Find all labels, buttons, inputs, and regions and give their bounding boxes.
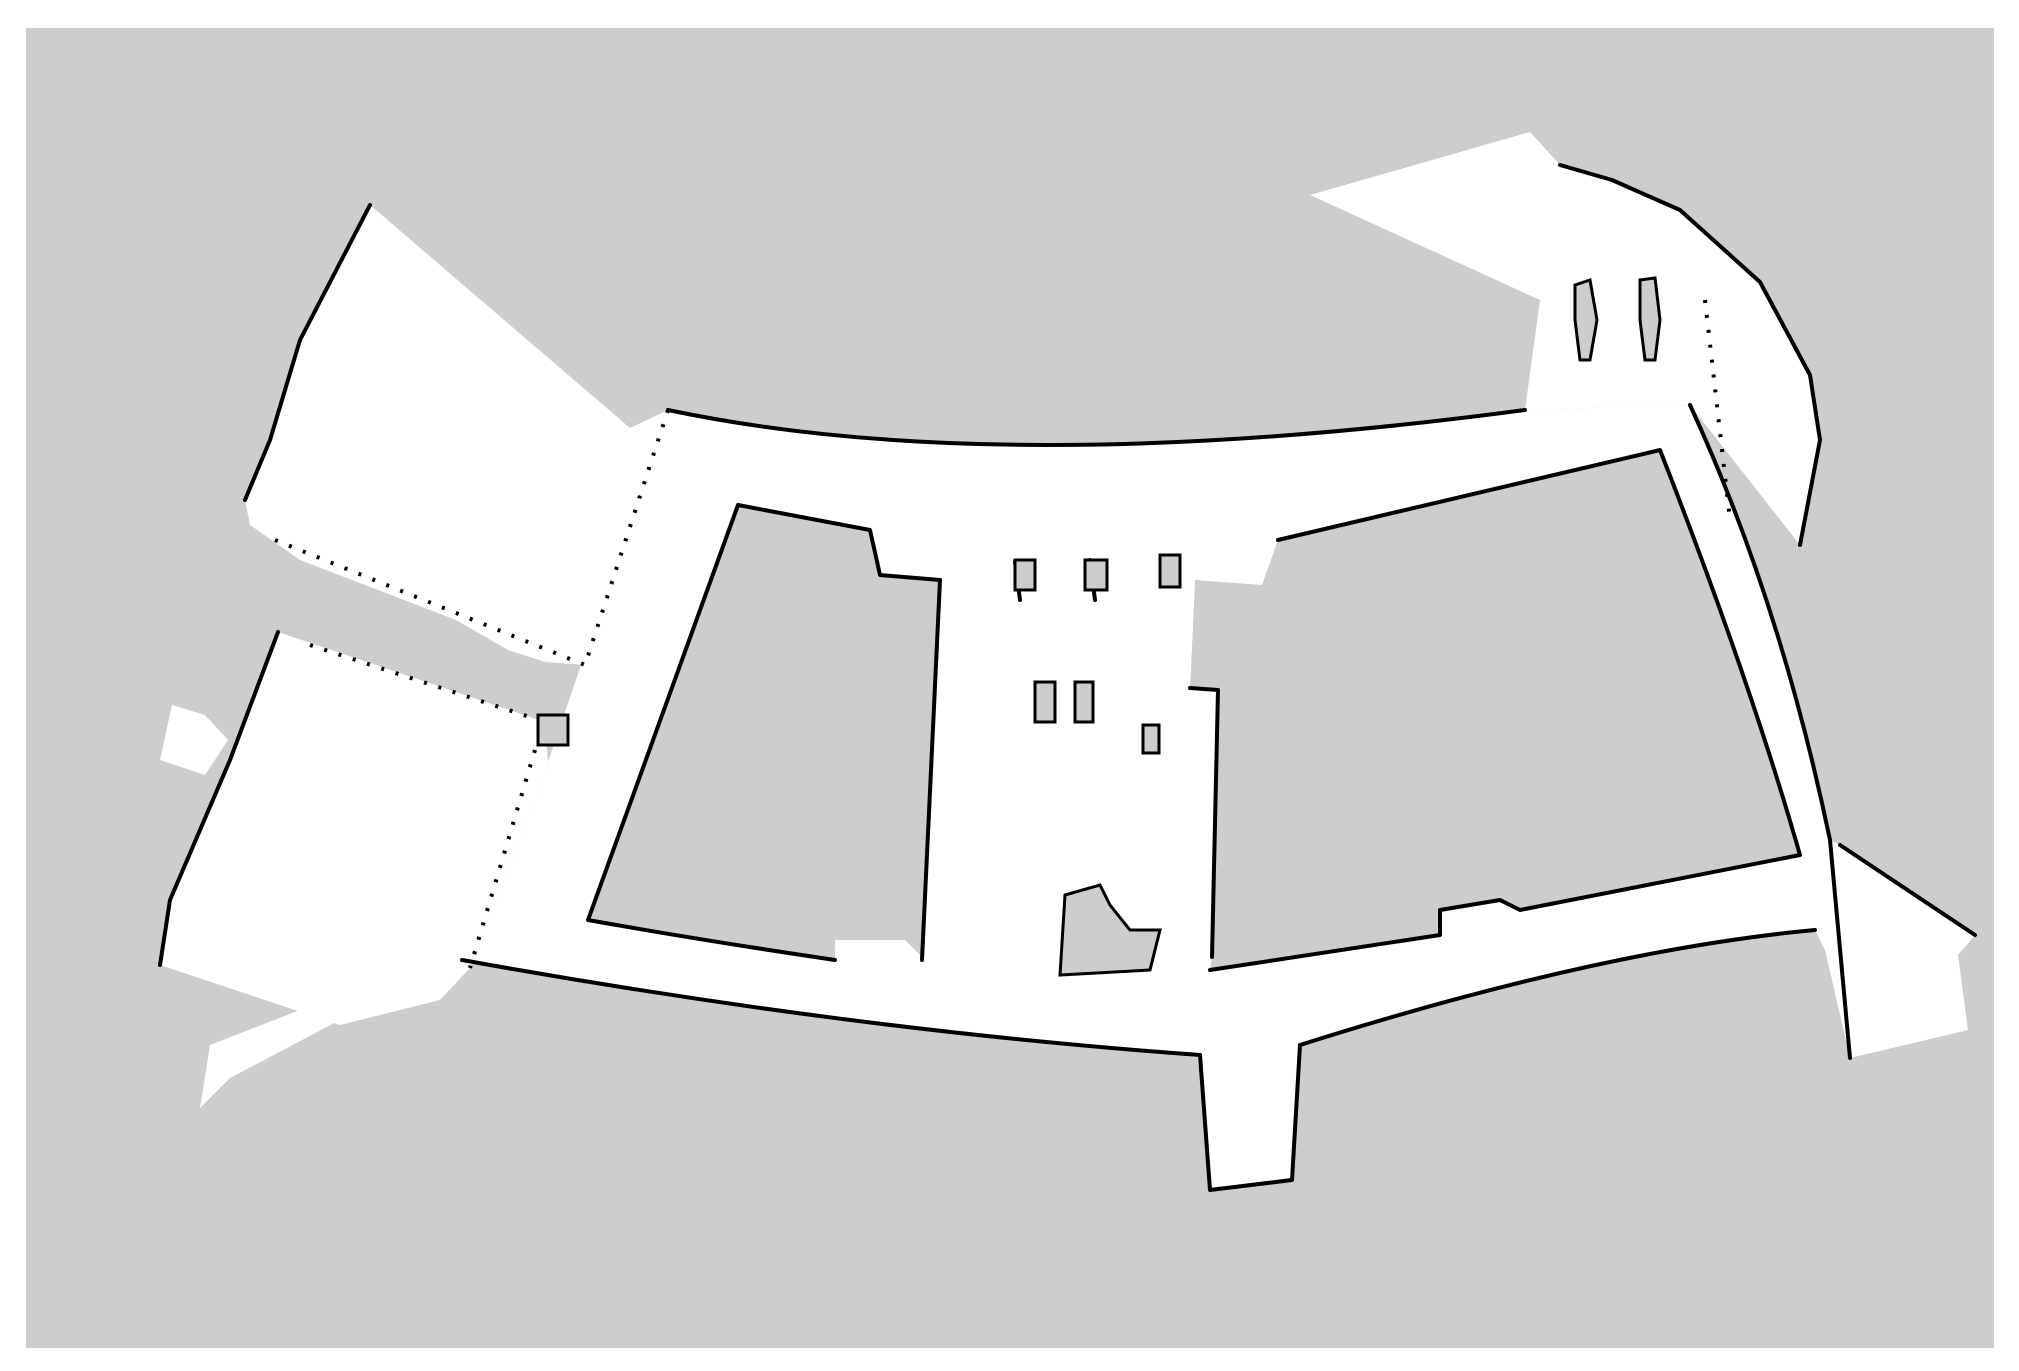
column-right-cluster — [1158, 553, 1182, 589]
column-left-cluster — [1013, 558, 1037, 592]
wall-stub — [1198, 1043, 1302, 1192]
furniture-courtyard-bottom — [1058, 883, 1162, 977]
free-space — [160, 132, 1975, 1190]
wall-courtyard-right — [1208, 448, 1802, 972]
column-center-2 — [1073, 680, 1095, 724]
wall-courtyard-left — [586, 503, 942, 962]
central-hall — [922, 560, 1218, 975]
wall-wing-right — [1558, 163, 1832, 842]
column-center-1 — [1033, 680, 1057, 724]
room-bottom-left — [160, 632, 548, 1025]
margin-top — [0, 0, 2019, 28]
wall-central-hall — [920, 558, 1220, 962]
small-room-far-left — [160, 705, 228, 775]
pillar-gray-1 — [536, 713, 570, 747]
walls — [158, 163, 1977, 1192]
wall-ring-top — [666, 408, 1527, 447]
bench-right — [1638, 276, 1662, 362]
wall-ring-bottom — [460, 928, 1817, 1057]
ring-corridor — [462, 405, 1975, 1185]
obstacles — [536, 276, 1662, 977]
margin-bottom — [0, 1348, 2019, 1371]
dotted-edge-1 — [274, 538, 586, 667]
margin-right — [1994, 0, 2019, 1371]
wall-right-extension — [1828, 838, 1977, 1060]
room-top-left — [245, 205, 668, 665]
wall-room-top-left — [243, 203, 372, 502]
wall-room-bottom-left — [158, 630, 280, 967]
column-mid-cluster — [1083, 558, 1109, 592]
bench-left — [1573, 278, 1599, 362]
margin-left — [0, 0, 26, 1371]
dotted-boundaries — [274, 299, 1732, 969]
wing-top-right — [1310, 132, 1820, 545]
stub-bottom — [1200, 1045, 1300, 1190]
beam-lower-left — [200, 1010, 340, 1108]
column-center-3 — [1141, 723, 1161, 755]
